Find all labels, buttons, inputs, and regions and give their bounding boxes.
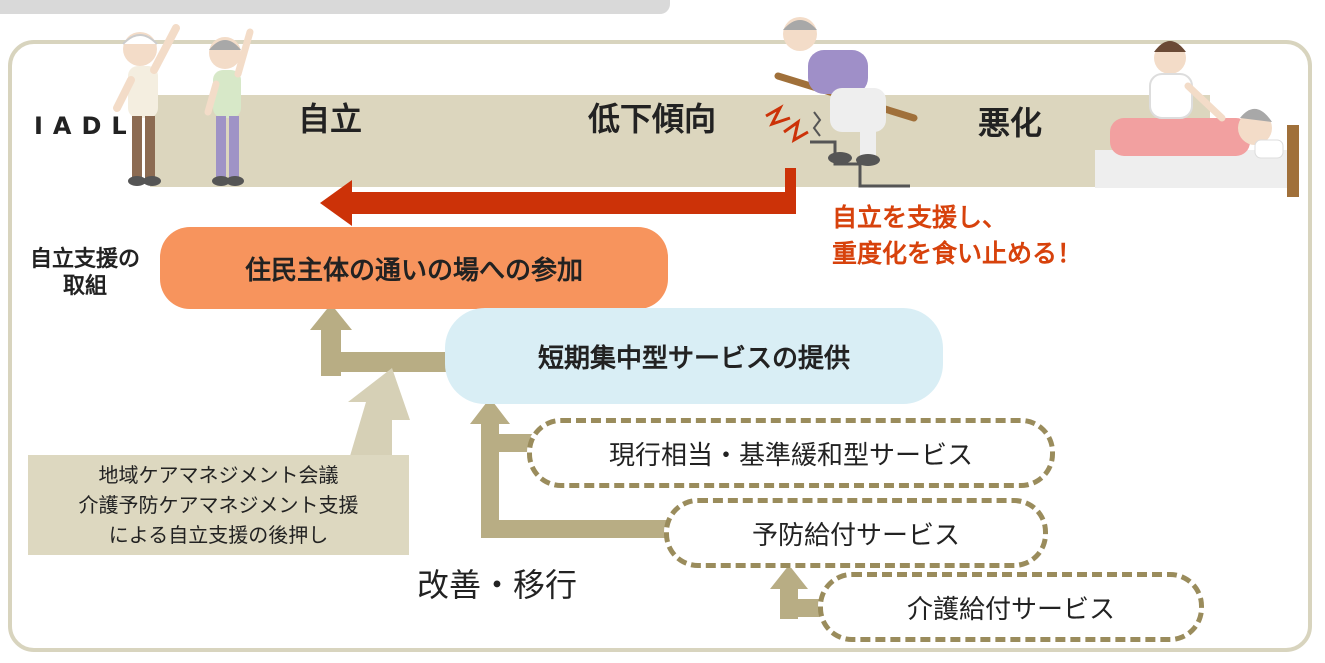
transition-label: 改善・移行 [417, 566, 578, 604]
elderly-person-falling-icon [765, 17, 918, 188]
caregiver-bedridden-icon [1095, 41, 1299, 197]
stage-independent: 自立 [298, 100, 363, 138]
stage-declining: 低下傾向 [588, 100, 717, 138]
stage-worsening: 悪化 [978, 104, 1043, 142]
support-note-line-2: 介護予防ケアマネジメント支援 [78, 493, 359, 517]
current-service-box: 現行相当・基準緩和型サービス [527, 418, 1055, 488]
side-label-line-2: 取組 [62, 274, 107, 299]
iadl-label: IADL [34, 112, 137, 140]
support-note-line-1: 地域ケアマネジメント会議 [98, 463, 339, 487]
highlight-message: 自立を支援し、 重度化を食い止める！ [832, 200, 1082, 272]
top-divider [0, 0, 670, 14]
arrow-care-to-preventive [770, 565, 826, 619]
iadl-band [150, 95, 1210, 187]
care-service-box: 介護給付サービス [818, 572, 1204, 642]
support-note-box: 地域ケアマネジメント会議 介護予防ケアマネジメント支援 による自立支援の後押し [28, 455, 409, 555]
red-return-arrow [320, 168, 796, 226]
highlight-line-1: 自立を支援し、 [832, 203, 1008, 232]
arrow-services-to-short-term [470, 398, 671, 538]
arrow-short-term-to-participation [310, 304, 446, 376]
participation-pill: 住民主体の通いの場への参加 [160, 227, 668, 309]
arrow-support-note [348, 368, 410, 456]
preventive-service-box: 予防給付サービス [664, 498, 1048, 568]
short-term-service-pill: 短期集中型サービスの提供 [445, 308, 943, 404]
side-label-line-1: 自立支援の [29, 247, 140, 272]
support-note-line-3: による自立支援の後押し [108, 523, 329, 547]
highlight-line-2: 重度化を食い止める！ [832, 239, 1083, 268]
independence-initiatives-label: 自立支援の 取組 [10, 246, 160, 300]
elderly-man-stretching-icon [113, 24, 180, 186]
elderly-woman-stretching-icon [204, 28, 254, 186]
